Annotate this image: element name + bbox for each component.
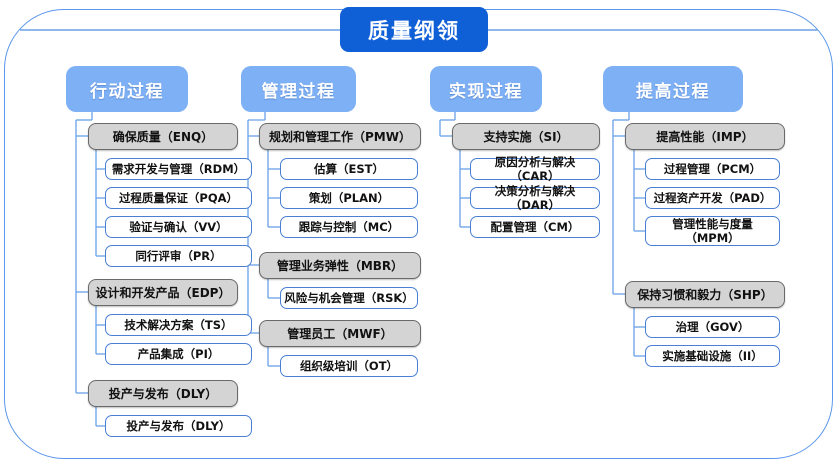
item-box-vv[interactable]: 验证与确认（VV） [105, 216, 252, 238]
group-box-si[interactable]: 支持实施（SI） [452, 123, 600, 150]
item-box-ot[interactable]: 组织级培训（OT） [280, 355, 418, 377]
group-box-pmw[interactable]: 规划和管理工作（PMW） [259, 123, 421, 150]
item-box-cm[interactable]: 配置管理（CM） [470, 216, 600, 238]
column-header-2[interactable]: 管理过程 [241, 66, 356, 112]
column-header-1[interactable]: 行动过程 [66, 66, 188, 112]
item-box-ts[interactable]: 技术解决方案（TS） [105, 314, 252, 336]
group-box-imp[interactable]: 提高性能（IMP） [625, 123, 785, 150]
item-box-ii[interactable]: 实施基础设施（II） [645, 345, 780, 367]
item-box-dly[interactable]: 投产与发布（DLY） [105, 415, 252, 437]
item-box-plan[interactable]: 策划（PLAN） [280, 187, 418, 209]
item-box-car[interactable]: 原因分析与解决（CAR） [470, 155, 600, 183]
group-box-mbr[interactable]: 管理业务弹性（MBR） [259, 252, 421, 279]
item-box-pad[interactable]: 过程资产开发（PAD） [645, 187, 780, 209]
item-box-rdm[interactable]: 需求开发与管理（RDM） [105, 158, 252, 180]
column-header-3[interactable]: 实现过程 [430, 66, 542, 112]
group-box-enq[interactable]: 确保质量（ENQ） [88, 123, 238, 150]
item-box-pr[interactable]: 同行评审（PR） [105, 245, 252, 267]
item-box-pi[interactable]: 产品集成（PI） [105, 343, 252, 365]
item-box-mpm[interactable]: 管理性能与度量 （MPM） [645, 216, 780, 246]
item-box-pqa[interactable]: 过程质量保证（PQA） [105, 187, 252, 209]
group-box-edp[interactable]: 设计和开发产品（EDP） [88, 279, 238, 306]
group-box-mwf[interactable]: 管理员工（MWF） [259, 320, 421, 347]
item-box-mc[interactable]: 跟踪与控制（MC） [280, 216, 418, 238]
group-box-shp[interactable]: 保持习惯和毅力（SHP） [625, 281, 785, 308]
diagram-title: 质量纲领 [340, 7, 488, 52]
group-box-dly[interactable]: 投产与发布（DLY） [88, 380, 238, 407]
item-box-pcm[interactable]: 过程管理（PCM） [645, 158, 780, 180]
column-header-4[interactable]: 提高过程 [603, 66, 743, 112]
item-box-gov[interactable]: 治理（GOV） [645, 316, 780, 338]
item-box-dar[interactable]: 决策分析与解决（DAR） [470, 184, 600, 212]
item-box-rsk[interactable]: 风险与机会管理（RSK） [280, 287, 418, 309]
item-box-est[interactable]: 估算（EST） [280, 158, 418, 180]
